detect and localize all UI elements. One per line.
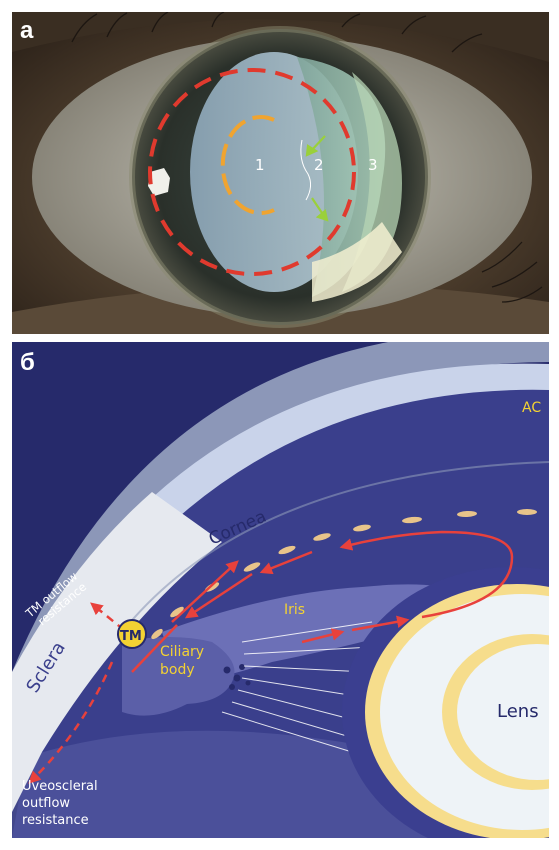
uveoscleral-label-line2: outflow xyxy=(22,796,70,811)
eye-photo-panel: 1 2 3 а xyxy=(12,12,549,334)
zone-label-1: 1 xyxy=(255,156,265,174)
zone-label-3: 3 xyxy=(368,156,378,174)
anatomy-diagram-panel: AC Cornea Sclera TM TM outflow resistanc… xyxy=(12,342,549,838)
ciliary-label-line1: Ciliary xyxy=(160,644,204,660)
uveoscleral-label-line1: Uveoscleral xyxy=(22,779,98,794)
anatomy-diagram: AC Cornea Sclera TM TM outflow resistanc… xyxy=(12,342,549,838)
tm-label: TM xyxy=(120,629,142,644)
iris-label: Iris xyxy=(284,602,305,618)
panel-a-label: а xyxy=(20,17,34,44)
ac-label: AC xyxy=(522,400,541,416)
uveoscleral-label-line3: resistance xyxy=(22,813,89,828)
lens-label: Lens xyxy=(497,701,539,722)
eye-photo: 1 2 3 а xyxy=(12,12,549,334)
zone-label-2: 2 xyxy=(314,156,324,174)
panel-b-label: б xyxy=(20,349,35,376)
ciliary-label-line2: body xyxy=(160,662,195,678)
